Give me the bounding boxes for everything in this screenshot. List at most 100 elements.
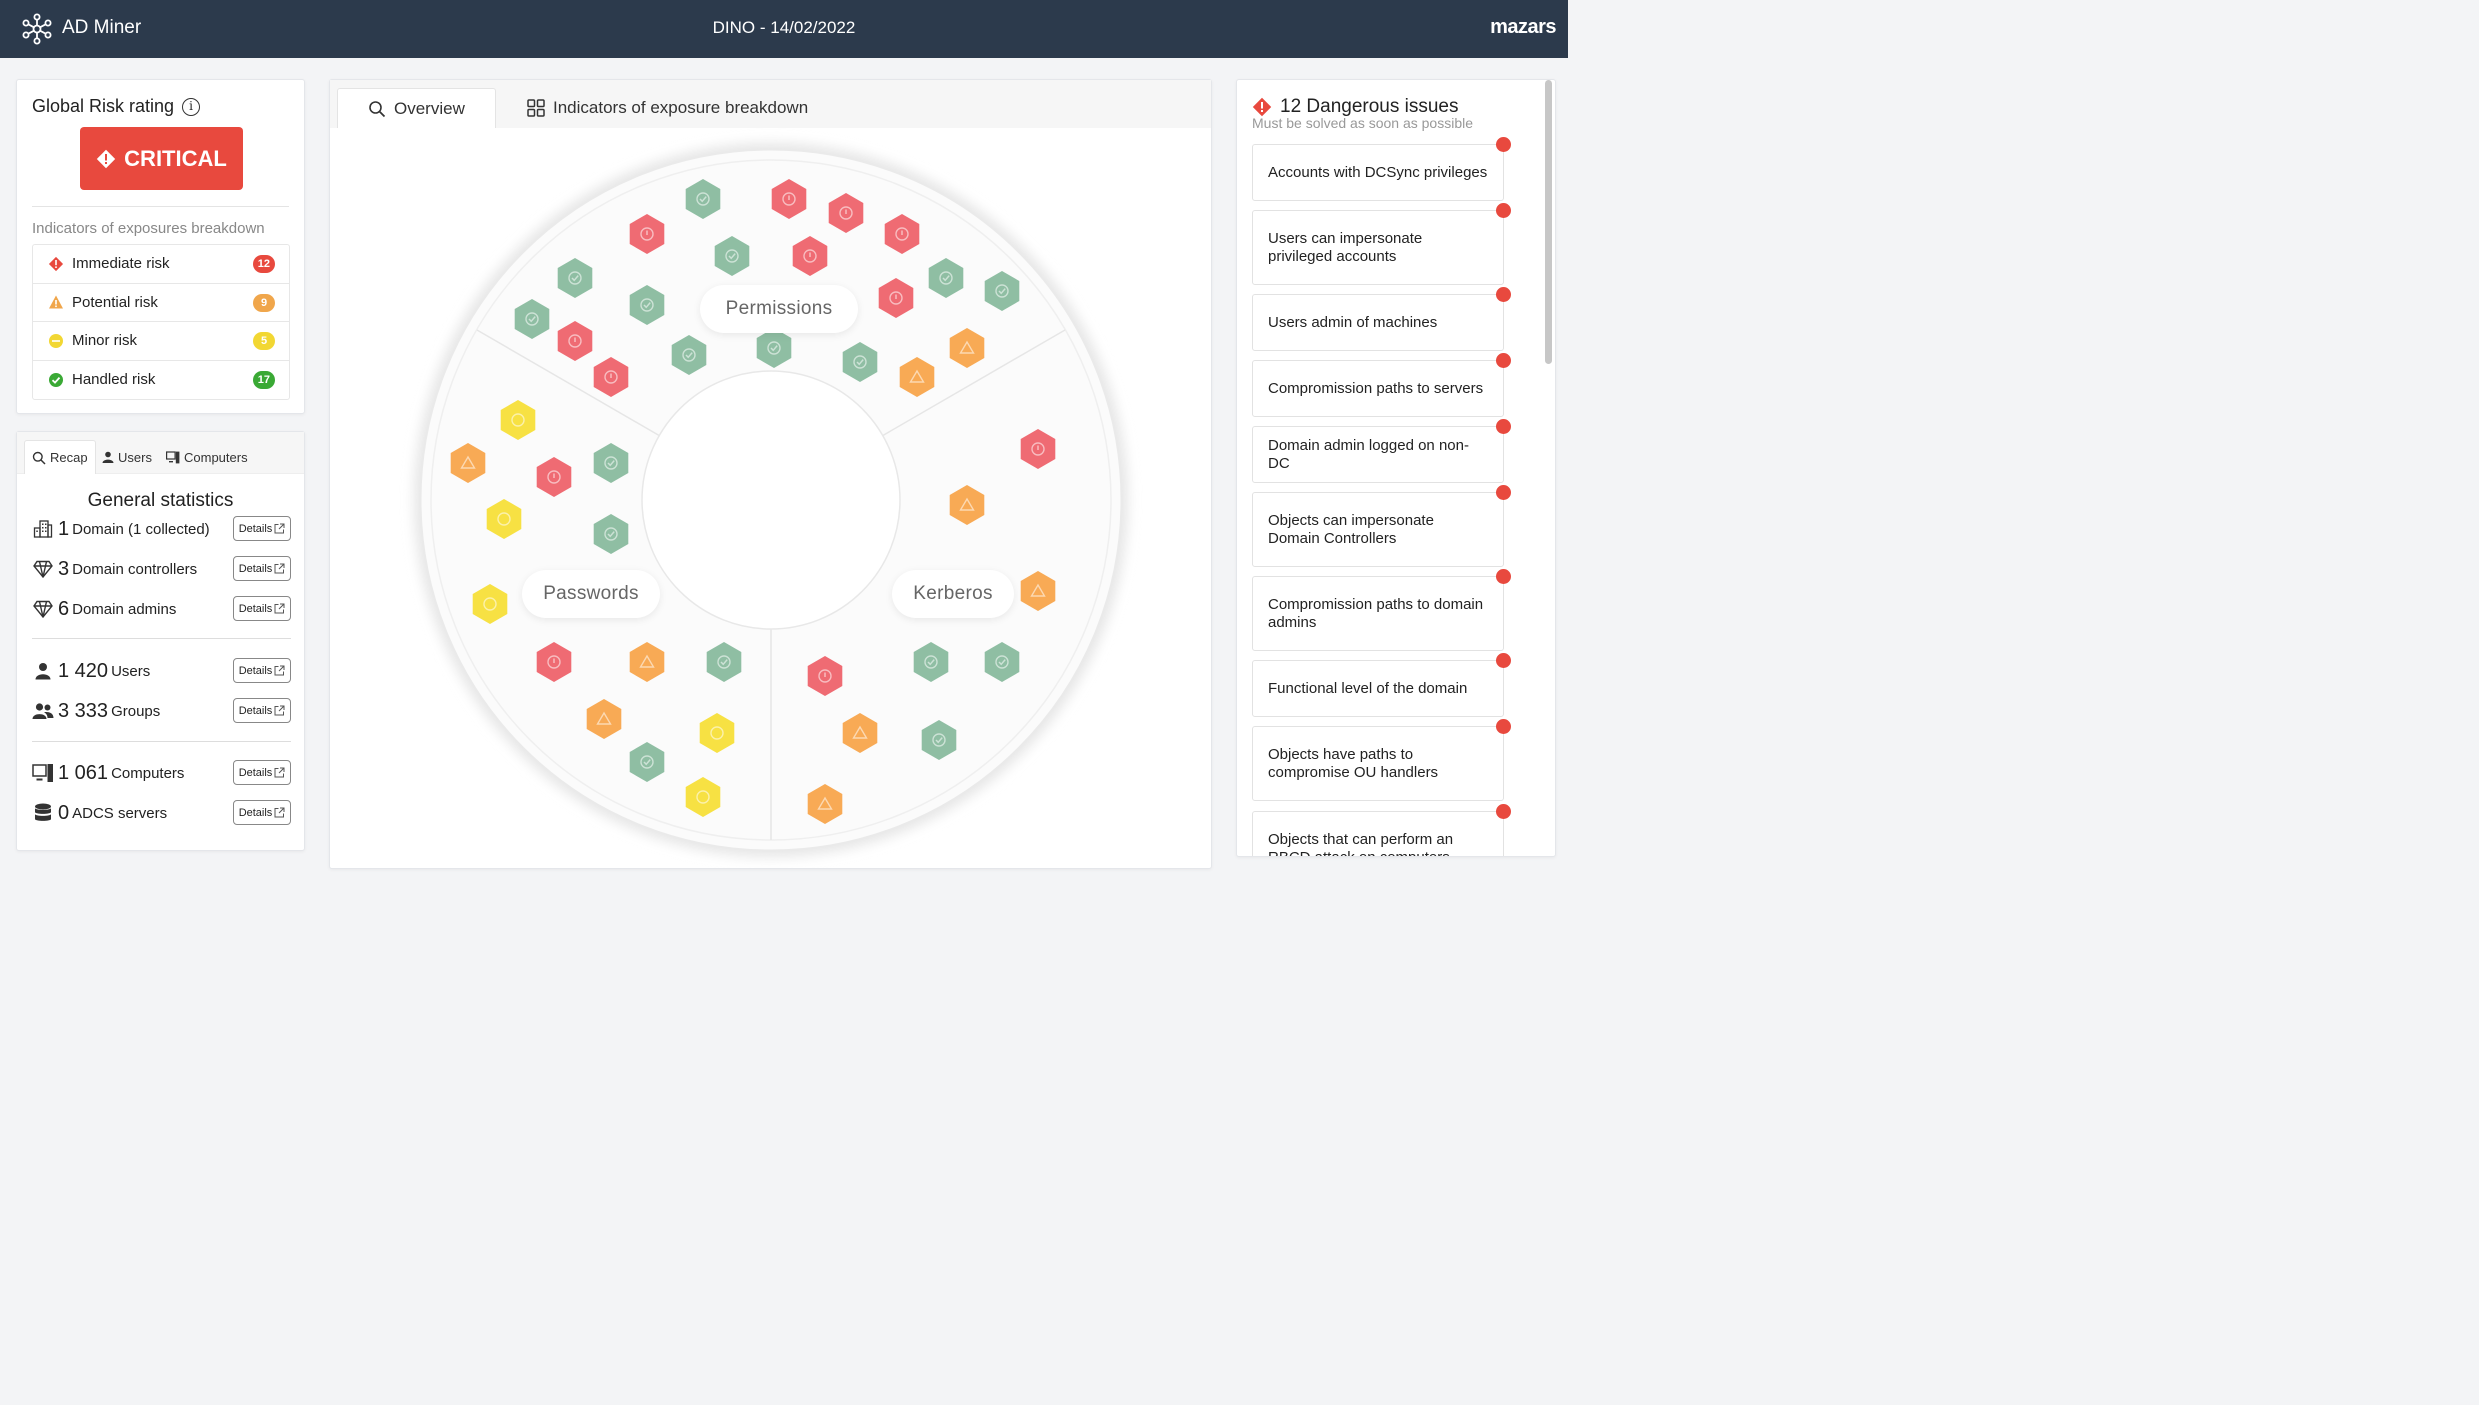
indicator-hexagon[interactable] (699, 713, 735, 753)
count-badge: 17 (252, 370, 275, 389)
indicator-hexagon[interactable] (984, 642, 1020, 682)
stat-label: Domain admins (72, 600, 177, 618)
issues-subtitle: Must be solved as soon as possible (1252, 115, 1474, 131)
indicator-hexagon[interactable] (685, 179, 721, 219)
issue-item[interactable]: Compromission paths to domain admins (1252, 569, 1511, 651)
indicator-hexagon[interactable] (714, 236, 750, 276)
indicator-hexagon[interactable] (921, 720, 957, 760)
issue-item[interactable]: Domain admin logged on non-DC (1252, 419, 1511, 483)
indicator-hexagon[interactable] (593, 357, 629, 397)
indicator-hexagon[interactable] (536, 457, 572, 497)
issue-item[interactable]: Objects that can perform an RBCD attack … (1252, 804, 1511, 856)
user-icon (32, 660, 54, 682)
indicator-hexagon[interactable] (514, 299, 550, 339)
issue-item[interactable]: Objects have paths to compromise OU hand… (1252, 719, 1511, 801)
indicator-hexagon[interactable] (828, 193, 864, 233)
issue-item[interactable]: Users admin of machines (1252, 287, 1511, 351)
indicator-hexagon[interactable] (486, 499, 522, 539)
breakdown-label: Indicators of exposures breakdown (32, 220, 265, 237)
indicator-hexagon[interactable] (450, 443, 486, 483)
indicator-hexagon[interactable] (671, 335, 707, 375)
stat-number: 1 061 (58, 761, 109, 784)
count-badge: 12 (252, 255, 275, 273)
indicator-hexagon[interactable] (807, 656, 843, 696)
indicator-hexagon[interactable] (629, 214, 665, 254)
indicator-hexagon[interactable] (557, 321, 593, 361)
warning-triangle-icon (48, 294, 64, 310)
details-button-domain-controllers[interactable]: Details (233, 556, 291, 581)
details-button-users[interactable]: Details (233, 658, 291, 683)
issue-label: Domain admin logged on non-DC (1268, 436, 1469, 472)
indicator-hexagon[interactable] (557, 258, 593, 298)
indicator-hexagon[interactable] (1020, 571, 1056, 611)
stat-number: 3 (58, 557, 70, 580)
indicator-hexagon[interactable] (472, 584, 508, 624)
tab-recap-label: Recap (50, 450, 88, 465)
indicator-hexagon[interactable] (1020, 429, 1056, 469)
sector-label-passwords[interactable]: Passwords (522, 570, 660, 618)
details-button-domain-admins[interactable]: Details (233, 596, 291, 621)
external-link-icon (274, 767, 285, 778)
stats-heading: General statistics (87, 490, 234, 511)
indicator-hexagon[interactable] (771, 179, 807, 219)
indicator-hexagon[interactable] (593, 443, 629, 483)
tab-computers[interactable]: Computers (159, 440, 255, 474)
scrollbar[interactable] (1545, 80, 1552, 364)
indicator-hexagon[interactable] (756, 328, 792, 368)
indicator-hexagon[interactable] (792, 236, 828, 276)
indicator-hexagon[interactable] (949, 485, 985, 525)
issue-item[interactable]: Accounts with DCSync privileges (1252, 137, 1511, 201)
stat-number: 3 333 (58, 699, 109, 722)
details-button-groups[interactable]: Details (233, 698, 291, 723)
tab-recap[interactable]: Recap (24, 440, 96, 474)
indicator-hexagon[interactable] (536, 642, 572, 682)
issue-label: Users admin of machines (1268, 313, 1438, 331)
risk-rating-label: CRITICAL (124, 145, 227, 171)
tab-overview[interactable]: Overview (337, 88, 496, 128)
indicator-hexagon[interactable] (629, 742, 665, 782)
details-button-computers[interactable]: Details (233, 760, 291, 785)
stat-row-domain-admins: 6 Domain admins Details (32, 594, 291, 624)
stat-row-domain: 1 Domain (1 collected) Details (32, 514, 291, 544)
indicator-hexagon[interactable] (899, 357, 935, 397)
status-dot (1496, 804, 1511, 819)
indicator-hexagon[interactable] (842, 713, 878, 753)
issue-item[interactable]: Functional level of the domain (1252, 653, 1511, 717)
details-button-domains[interactable]: Details (233, 516, 291, 541)
tab-users[interactable]: Users (95, 440, 159, 474)
risk-row-potential[interactable]: Potential risk 9 (33, 284, 289, 322)
indicator-hexagon[interactable] (984, 271, 1020, 311)
indicator-hexagon[interactable] (949, 328, 985, 368)
indicator-hexagon[interactable] (884, 214, 920, 254)
risk-row-minor[interactable]: Minor risk 5 (33, 322, 289, 361)
computer-icon (166, 450, 180, 463)
issue-item[interactable]: Objects can impersonate Domain Controlle… (1252, 485, 1511, 567)
indicator-hexagon[interactable] (842, 342, 878, 382)
sector-label-kerberos[interactable]: Kerberos (892, 570, 1014, 618)
tab-indicators-breakdown[interactable]: Indicators of exposure breakdown (497, 88, 838, 128)
indicator-hexagon[interactable] (706, 642, 742, 682)
stats-tabs: Recap Users Computers (17, 432, 304, 474)
sector-label-permissions[interactable]: Permissions (700, 285, 858, 333)
info-icon[interactable]: i (182, 98, 201, 116)
stats-card: Recap Users Computers General statistics… (16, 431, 305, 851)
indicator-hexagon[interactable] (685, 777, 721, 817)
risk-row-immediate[interactable]: Immediate risk 12 (33, 245, 289, 284)
indicator-hexagon[interactable] (629, 285, 665, 325)
issue-item[interactable]: Compromission paths to servers (1252, 353, 1511, 417)
tab-overview-label: Overview (394, 98, 465, 118)
indicator-hexagon[interactable] (500, 400, 536, 440)
indicator-hexagon[interactable] (807, 784, 843, 824)
indicator-hexagon[interactable] (586, 699, 622, 739)
building-icon (32, 518, 54, 540)
issue-item[interactable]: Users can impersonate privileged account… (1252, 203, 1511, 285)
details-button-adcs[interactable]: Details (233, 800, 291, 825)
risk-row-handled[interactable]: Handled risk 17 (33, 361, 289, 400)
indicator-hexagon[interactable] (878, 278, 914, 318)
indicator-hexagon[interactable] (593, 514, 629, 554)
indicator-hexagon[interactable] (928, 258, 964, 298)
indicator-hexagon[interactable] (913, 642, 949, 682)
indicator-hexagon[interactable] (629, 642, 665, 682)
external-link-icon (274, 807, 285, 818)
grid-icon (527, 99, 545, 117)
